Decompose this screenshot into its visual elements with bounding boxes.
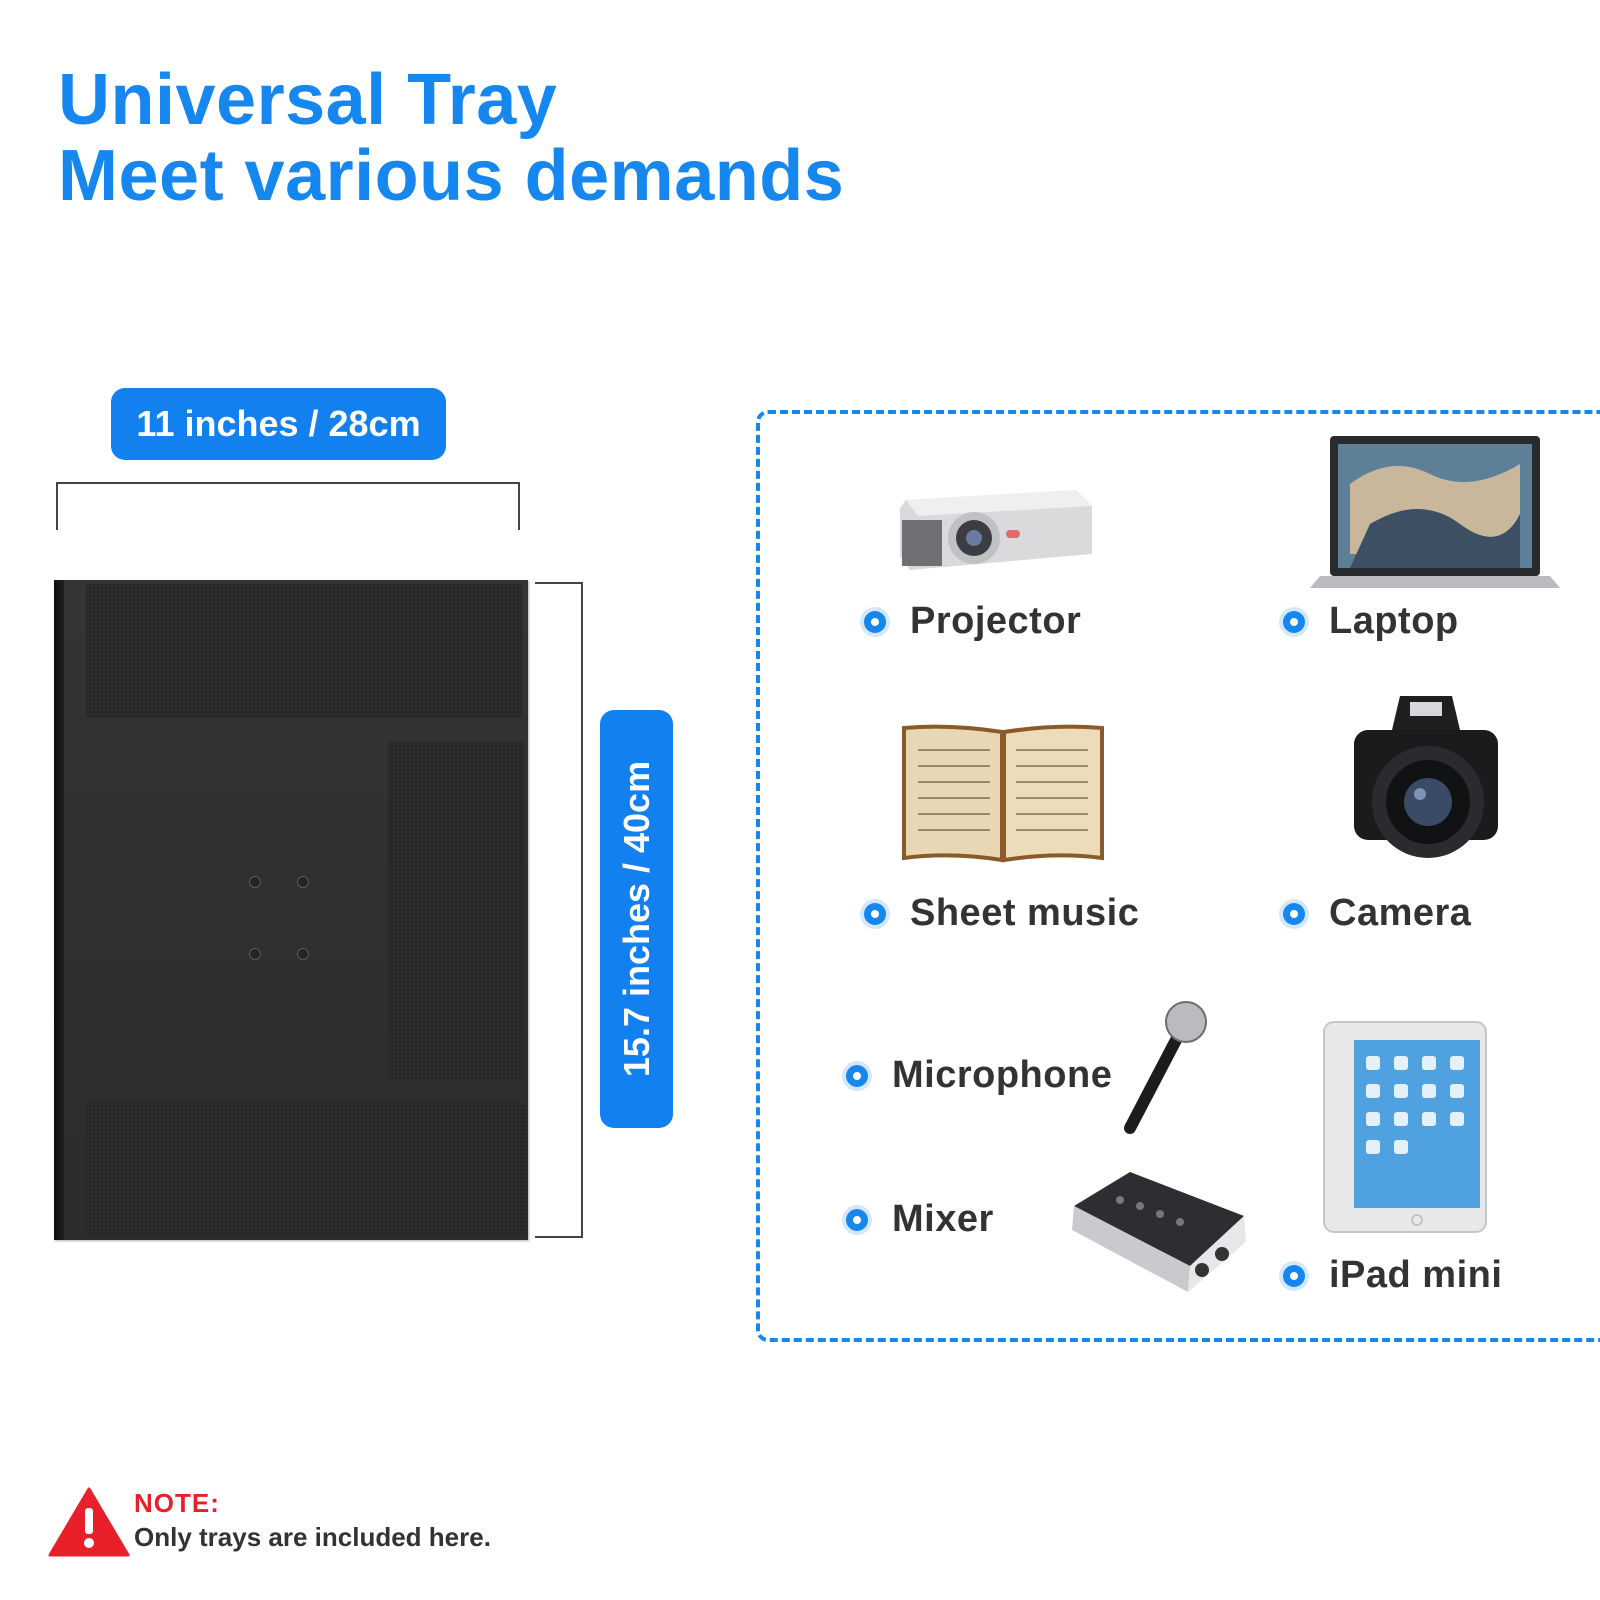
device-item-laptop: Laptop (1283, 600, 1459, 643)
device-label: Laptop (1329, 600, 1459, 642)
tray-image (54, 580, 528, 1240)
devices-panel (756, 410, 1600, 1342)
device-label: Projector (910, 600, 1082, 642)
page-title: Universal Tray Meet various demands (58, 62, 844, 214)
mount-hole (249, 876, 261, 888)
note-title: NOTE: (134, 1488, 220, 1518)
sheet-music-icon (902, 724, 1104, 863)
device-item-camera: Camera (1283, 892, 1471, 935)
camera-icon (1354, 696, 1498, 858)
device-label: Camera (1329, 892, 1472, 934)
warning-icon (48, 1487, 130, 1557)
device-label: iPad mini (1329, 1254, 1503, 1296)
mount-hole (249, 948, 261, 960)
projector-icon (900, 490, 1092, 570)
width-bracket (56, 482, 520, 530)
device-item-microphone: Microphone (846, 1054, 1112, 1097)
tray-pad-right (388, 742, 524, 1080)
microphone-icon (1124, 1001, 1207, 1134)
bullet-icon (1283, 1264, 1305, 1287)
device-label: Microphone (892, 1054, 1113, 1096)
mount-hole (297, 876, 309, 888)
width-badge: 11 inches / 28cm (111, 388, 446, 460)
tray-pad-bottom (86, 1102, 526, 1236)
device-label: Sheet music (910, 892, 1140, 934)
device-item-mixer: Mixer (846, 1198, 994, 1241)
mixer-icon (1072, 1172, 1246, 1292)
height-bracket (535, 582, 583, 1238)
title-line-2: Meet various demands (58, 136, 845, 216)
tablet-icon (1323, 1021, 1487, 1233)
title-line-1: Universal Tray (58, 60, 558, 140)
tray-edge (54, 580, 64, 1240)
bullet-icon (846, 1208, 868, 1231)
laptop-icon (1310, 436, 1560, 588)
bullet-icon (864, 610, 886, 633)
device-label: Mixer (892, 1198, 994, 1240)
height-badge: 15.7 inches / 40cm (600, 710, 673, 1128)
bullet-icon (1283, 610, 1305, 633)
bullet-icon (864, 902, 886, 925)
bullet-icon (846, 1064, 868, 1087)
device-item-projector: Projector (864, 600, 1081, 643)
device-item-sheet-music: Sheet music (864, 892, 1139, 935)
device-item-ipad-mini: iPad mini (1283, 1254, 1502, 1297)
note-text: Only trays are included here. (134, 1522, 491, 1552)
bullet-icon (1283, 902, 1305, 925)
tray-pad-top (86, 584, 522, 718)
width-label: 11 inches / 28cm (136, 403, 421, 444)
height-label: 15.7 inches / 40cm (615, 760, 657, 1078)
mount-hole (297, 948, 309, 960)
